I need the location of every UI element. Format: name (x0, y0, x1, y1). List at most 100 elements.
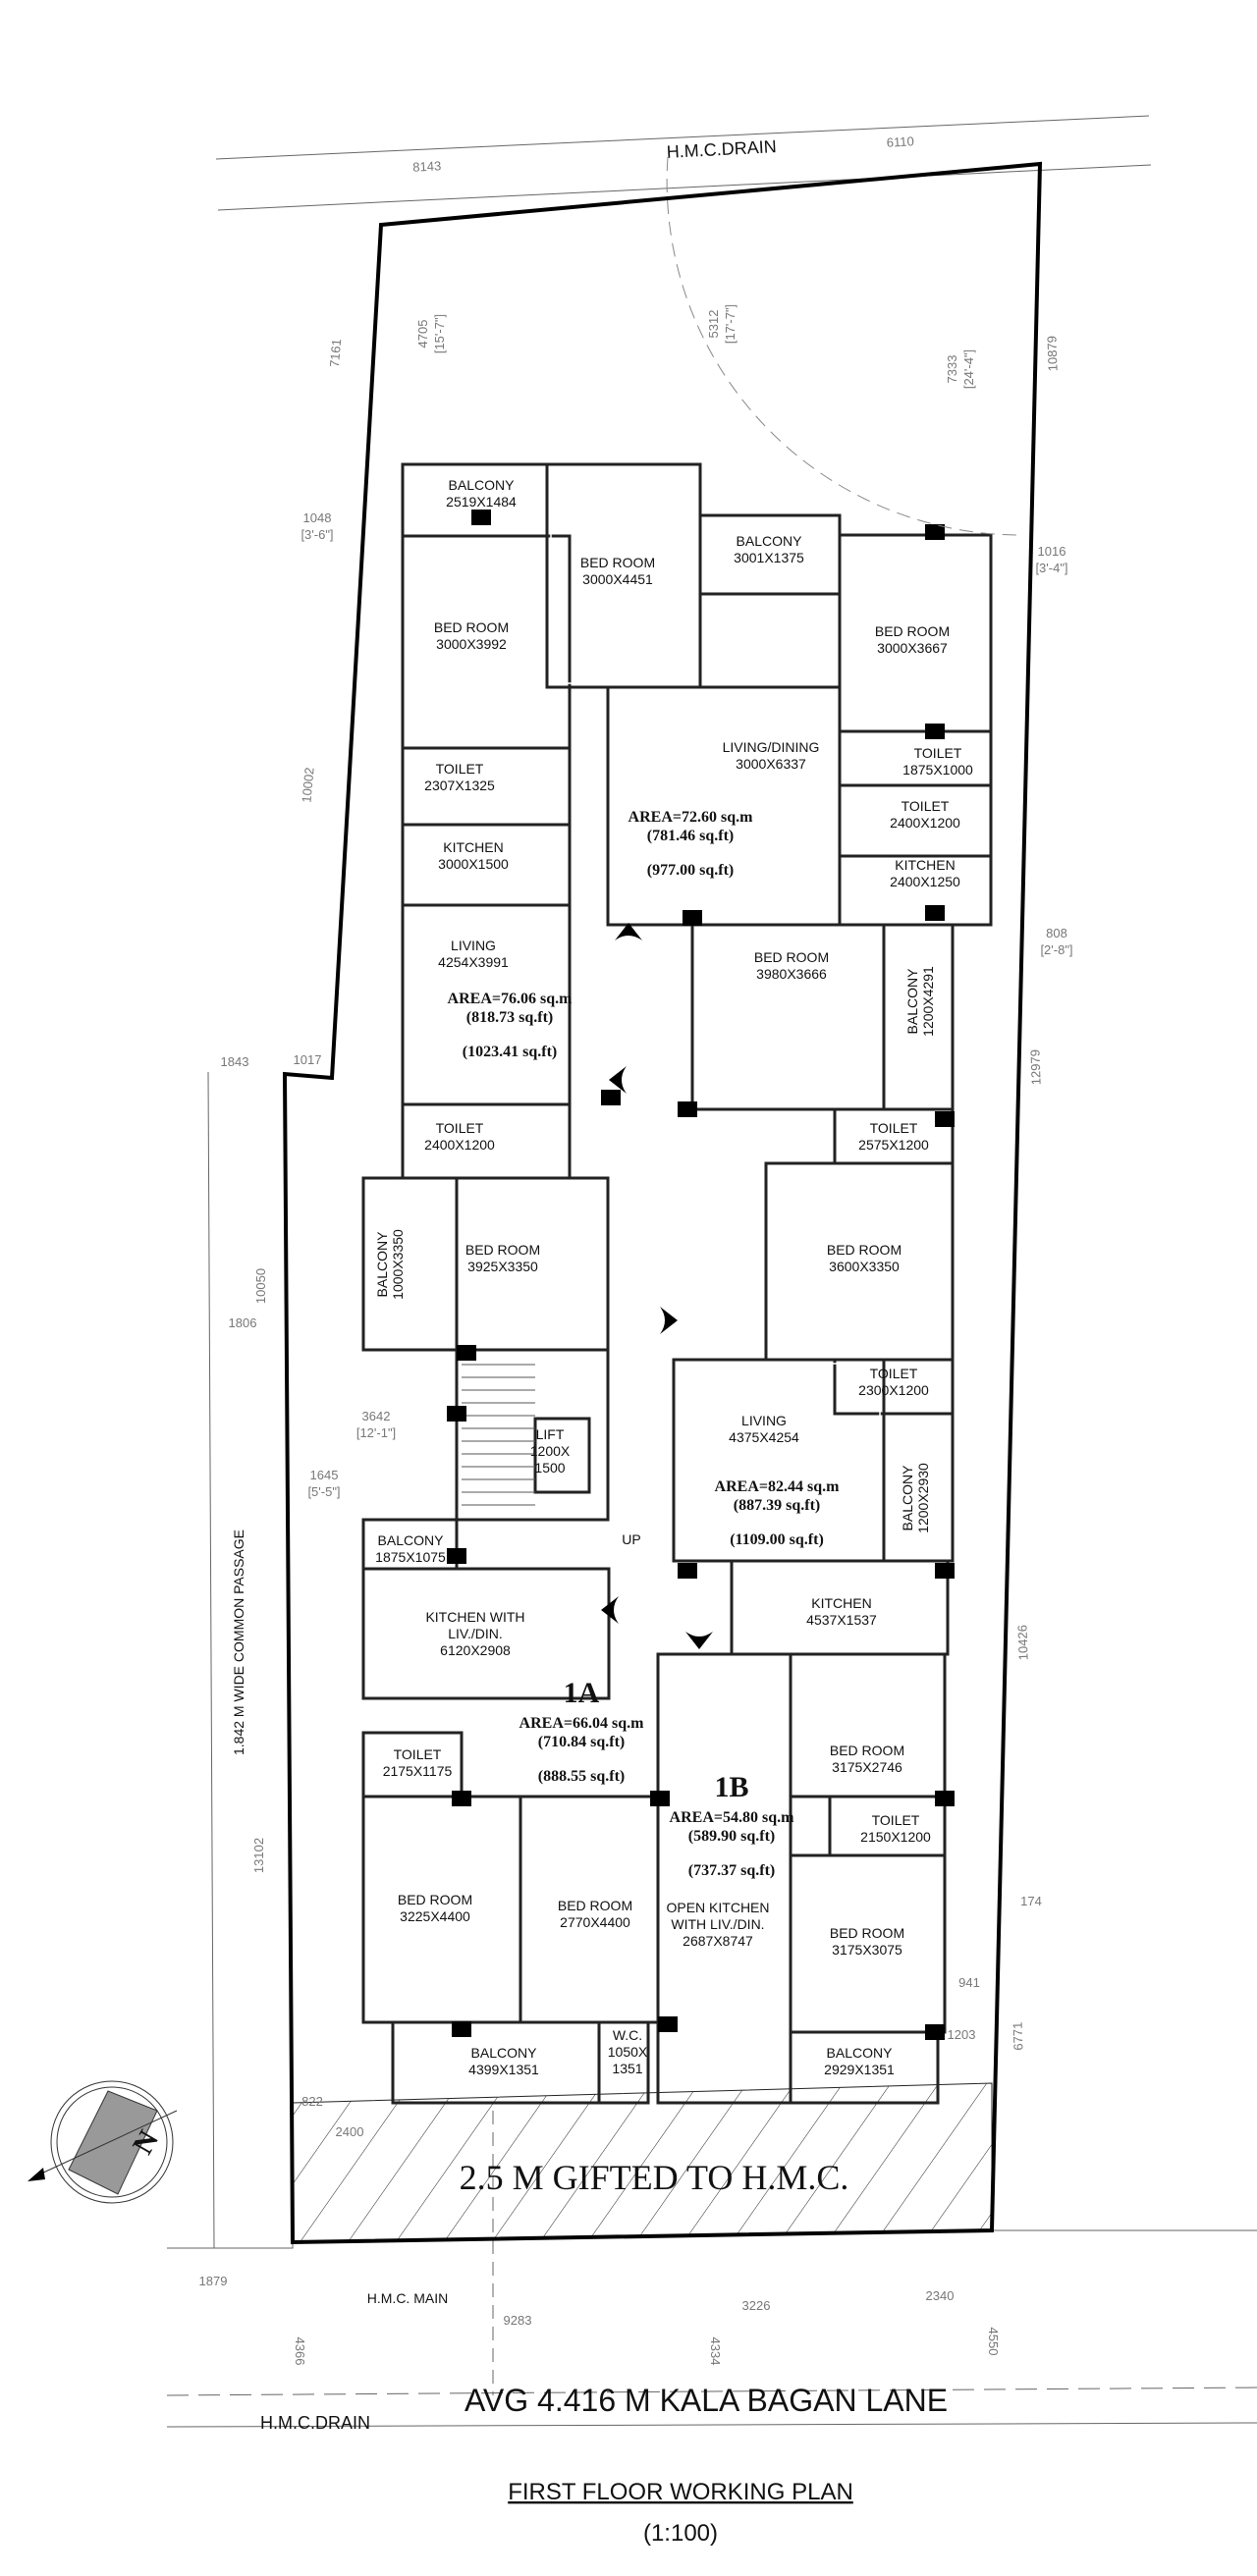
dimension-value: 7161 (327, 339, 344, 368)
room-size: 1875X1000 (902, 762, 973, 778)
room-name: TOILET (902, 798, 950, 814)
room-size: 3175X2746 (832, 1759, 902, 1775)
room-name: KITCHEN (443, 839, 503, 855)
wall-inner-line (406, 751, 567, 822)
room-size: 3000X4451 (582, 571, 653, 587)
column (925, 524, 945, 540)
room-name: OPEN KITCHEN (666, 1900, 769, 1915)
wall-inner-line (406, 467, 544, 533)
room-name: BALCONY (904, 968, 920, 1035)
dimension-value: 9283 (504, 2313, 532, 2328)
dimension-imperial: [24'-4"] (961, 349, 976, 389)
column (935, 1791, 955, 1806)
room-name: BED ROOM (754, 949, 829, 965)
unit-area-sqm: AREA=54.80 sq.m (670, 1809, 795, 1826)
room-size: 2400X1200 (890, 815, 960, 831)
wall-inner-line (366, 1799, 518, 2019)
unit-area-super: (1023.41 sq.ft) (463, 1044, 557, 1060)
dimension-value: 12979 (1027, 1049, 1043, 1086)
dimension-value: 4334 (708, 2337, 723, 2366)
column (457, 1345, 476, 1361)
wall-inner-line (843, 538, 988, 728)
dimension-imperial: [5'-5"] (307, 1484, 340, 1499)
room-name: BALCONY (449, 477, 516, 493)
room-size: 4375X4254 (729, 1429, 799, 1445)
dimension-value: 10426 (1014, 1625, 1030, 1661)
room-name: TOILET (872, 1812, 920, 1828)
column (447, 1548, 466, 1564)
dimension-value: 1806 (229, 1315, 257, 1330)
wall-inner-line (550, 467, 697, 684)
room-size: 1200X (530, 1443, 571, 1459)
column (925, 724, 945, 739)
stair-up-label: UP (622, 1531, 640, 1547)
wall-inner-line (703, 518, 837, 591)
column (925, 905, 945, 921)
room-name: BALCONY (374, 1231, 390, 1298)
room-size: 3925X3350 (467, 1259, 538, 1274)
dimension-value: 174 (1020, 1894, 1042, 1908)
room-name: BED ROOM (830, 1925, 904, 1941)
room-name: BED ROOM (580, 555, 655, 570)
wall-inner-line (406, 1107, 567, 1175)
dimension-value: 10050 (253, 1268, 268, 1304)
wall-inner-line (769, 1166, 950, 1357)
top-road-edge (215, 115, 1150, 160)
wall-inner-line (833, 1799, 942, 1852)
wall-inner-line (843, 859, 988, 922)
drain-line (166, 2387, 1257, 2396)
hmc-main-label: H.M.C. MAIN (367, 2290, 448, 2306)
wall-inner-line (460, 1353, 605, 1517)
room-wall (606, 685, 842, 927)
unit-area-super: (737.37 sq.ft) (688, 1862, 775, 1879)
wall-inner-line (838, 1112, 950, 1160)
room-size: 1000X3350 (390, 1229, 406, 1300)
wall-inner-line (538, 1422, 586, 1489)
room-wall (455, 1348, 610, 1522)
room-size: 3000X6337 (736, 756, 806, 772)
wall-inner-line (843, 788, 988, 853)
dimension-value: 1016 (1038, 544, 1066, 559)
room-name: BALCONY (827, 2045, 894, 2061)
wall-inner-line (406, 539, 567, 745)
room-size: 2929X1351 (824, 2062, 895, 2077)
room-size: 4537X1537 (806, 1612, 877, 1628)
room-size: 2300X1200 (858, 1382, 929, 1398)
dimension-value: 6110 (886, 134, 914, 149)
column (471, 510, 491, 525)
room-size: 1875X1075 (375, 1549, 446, 1565)
dimension-value: 4366 (293, 2337, 307, 2366)
room-name: BED ROOM (827, 1242, 902, 1258)
unit-area-carpet: (589.90 sq.ft) (688, 1828, 775, 1845)
room-name: W.C. (613, 2027, 642, 2043)
unit-area-super: (1109.00 sq.ft) (730, 1531, 824, 1548)
room-size: 3175X3075 (832, 1942, 902, 1958)
wall-inner-line (611, 690, 837, 922)
wall-inner-line (366, 1736, 459, 1794)
room-size: 1200X2930 (915, 1463, 931, 1533)
room-size: WITH LIV./DIN. (671, 1916, 764, 1932)
room-name: TOILET (870, 1366, 918, 1381)
room-size: 2400X1200 (424, 1137, 495, 1153)
room-wall (789, 1652, 947, 1798)
dimension-imperial: [15'-7"] (432, 314, 447, 353)
gifted-label: 2.5 M GIFTED TO H.M.C. (460, 2158, 849, 2197)
wall-inner-line (366, 1181, 454, 1347)
dimension-value: 3642 (362, 1409, 391, 1423)
room-size: 2575X1200 (858, 1137, 929, 1153)
wall-inner-line (793, 1858, 942, 2029)
column (678, 1101, 697, 1117)
room-name: BALCONY (900, 1465, 915, 1531)
bottom-road-edge (166, 2422, 1257, 2428)
site-boundary (27, 115, 1257, 2428)
unit-area-sqm: AREA=76.06 sq.m (448, 991, 574, 1007)
wall-inner-line (843, 734, 988, 782)
direction-arrow-icon (685, 1632, 713, 1649)
wall-inner-line (523, 1799, 655, 2019)
wall-inner-line (887, 1417, 950, 1558)
plan-title: FIRST FLOOR WORKING PLAN (508, 2479, 853, 2505)
room-name: TOILET (870, 1120, 918, 1136)
room-size: 3225X4400 (400, 1908, 470, 1924)
wall-inner-line (793, 1657, 942, 1794)
